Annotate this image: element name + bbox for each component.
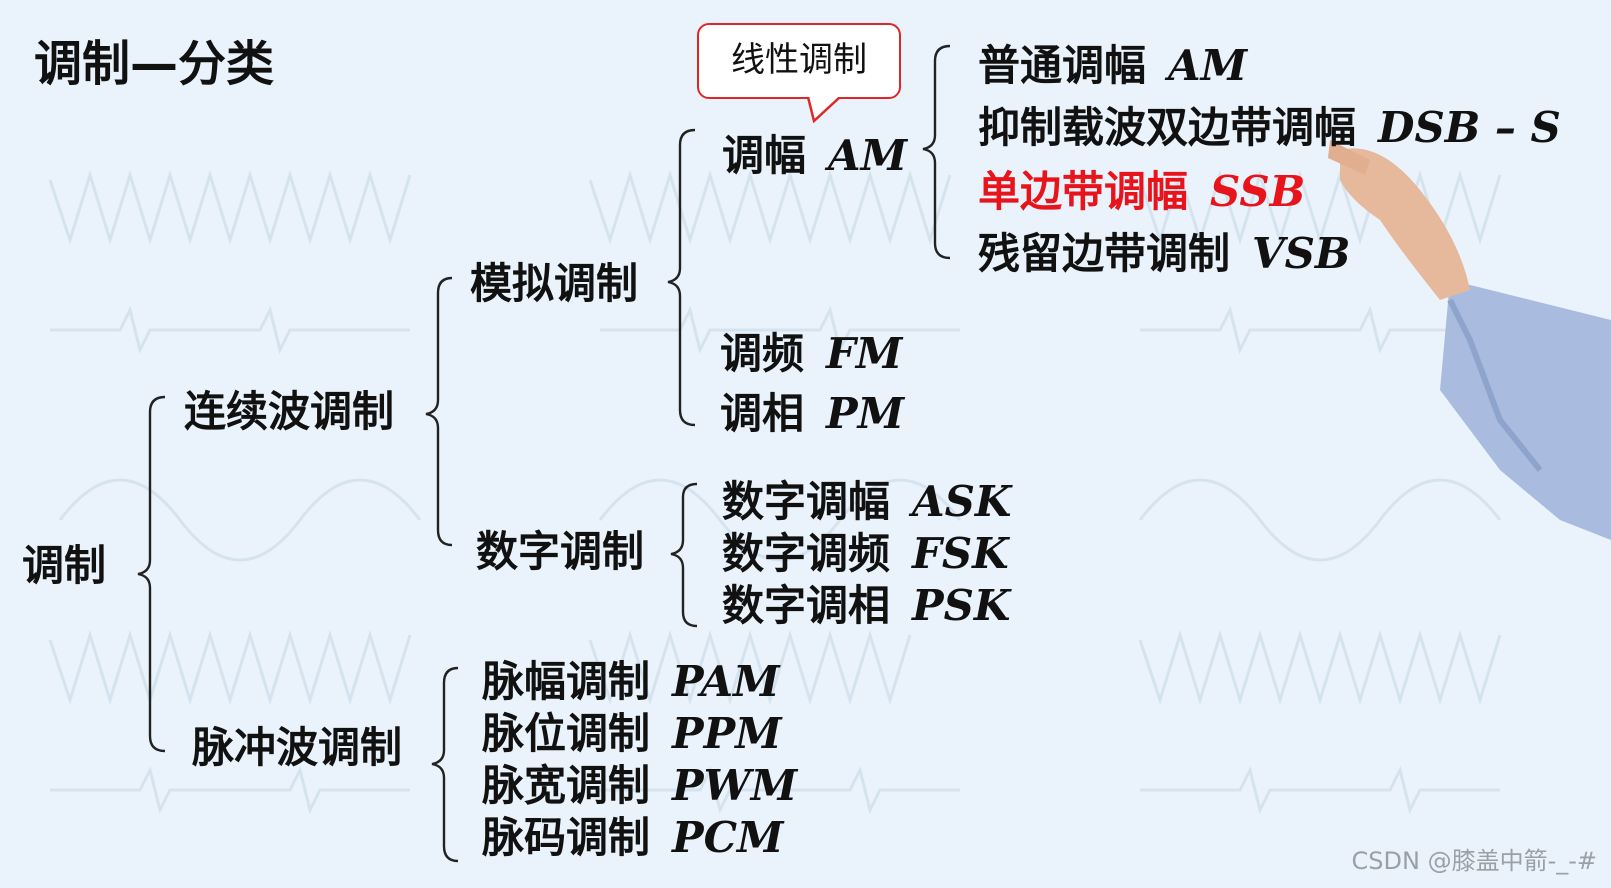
brace-digital (670, 482, 698, 628)
brace-am (922, 44, 951, 260)
csdn-watermark: CSDN @膝盖中箭-_-# (1351, 847, 1597, 875)
brace-analog (667, 128, 696, 427)
node-root: 调制 (22, 541, 107, 590)
page-title: 调制—分类 (34, 36, 275, 92)
node-continuous-wave: 连续波调制 (184, 387, 395, 436)
node-analog: 模拟调制 (470, 259, 639, 308)
presenter-hand (1328, 140, 1611, 540)
brace-root (137, 395, 166, 753)
node-digital: 数字调制 (476, 527, 645, 576)
linear-modulation-callout: 线性调制 (697, 23, 901, 99)
brace-continuous (425, 276, 453, 547)
node-pulse-wave: 脉冲波调制 (192, 723, 403, 772)
callout-tail (806, 97, 841, 123)
brace-pulse (431, 666, 459, 863)
